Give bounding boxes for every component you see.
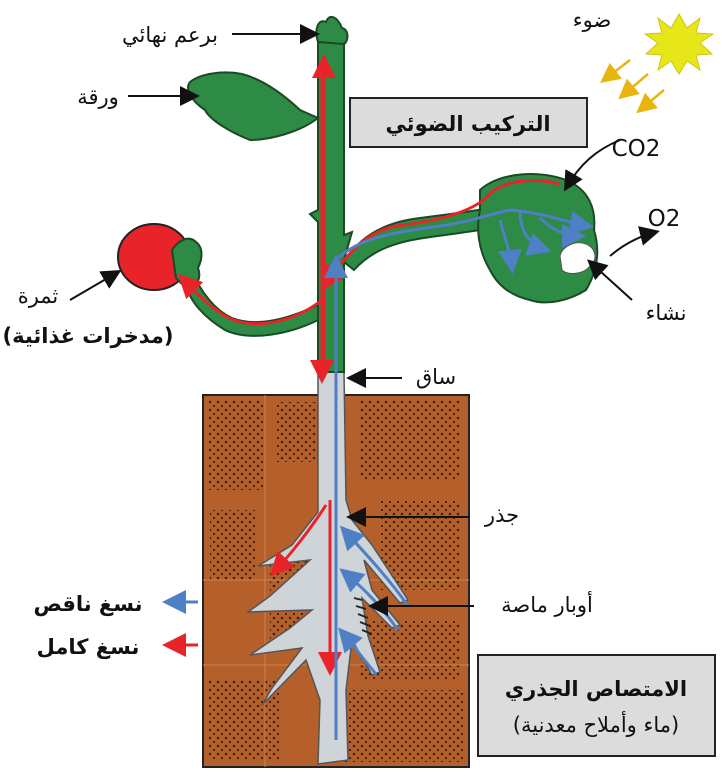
legend: نسغ ناقص نسغ كامل xyxy=(33,592,198,659)
absorption-title: الامتصاص الجذري xyxy=(505,677,687,702)
photosynthesis-label: التركيب الضوئي xyxy=(385,112,550,136)
leaf-label: ورقة xyxy=(77,85,119,109)
fruit-note-label: (مدخرات غذائية) xyxy=(2,324,173,348)
legend-elaborated-sap-label: نسغ كامل xyxy=(37,635,140,659)
legend-raw-sap-label: نسغ ناقص xyxy=(33,592,142,616)
root-label: جذر xyxy=(484,503,519,527)
absorption-box: الامتصاص الجذري (ماء وأملاح معدنية) xyxy=(478,655,715,756)
stem-label: ساق xyxy=(416,365,456,389)
terminal-bud-label: برعم نهائي xyxy=(122,23,218,48)
sun-icon xyxy=(645,14,713,74)
o2-label: O2 xyxy=(648,206,681,232)
terminal-bud xyxy=(316,17,347,44)
co2-label: CO2 xyxy=(612,136,661,162)
photosynthesis-box: التركيب الضوئي xyxy=(350,98,587,147)
stem xyxy=(310,40,352,372)
leaf-right xyxy=(478,174,597,302)
light-rays xyxy=(604,60,664,110)
starch-label: نشاء xyxy=(646,301,687,325)
fruit-label: ثمرة xyxy=(18,284,59,308)
root-hairs-label: أوبار ماصة xyxy=(501,591,593,617)
leaf-upper-left xyxy=(188,72,318,140)
light-label: ضوء xyxy=(573,8,612,32)
absorption-subtitle: (ماء وأملاح معدنية) xyxy=(513,711,679,737)
